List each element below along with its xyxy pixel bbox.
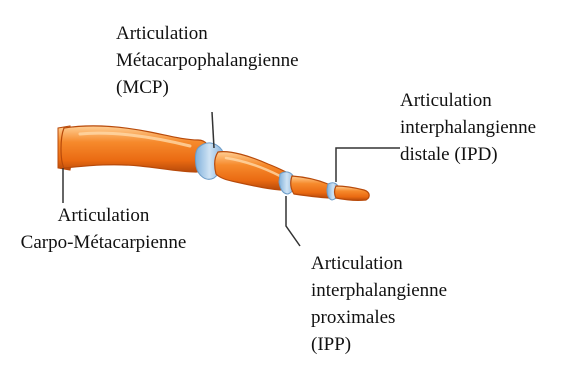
label-line: Carpo-Métacarpienne bbox=[16, 229, 191, 256]
label-line: distale (IPD) bbox=[400, 141, 536, 168]
label-line: Métacarpophalangienne bbox=[116, 47, 299, 74]
ipp-leader-line bbox=[286, 196, 300, 246]
label-line: (MCP) bbox=[116, 74, 299, 101]
label-line: Articulation bbox=[16, 202, 191, 229]
label-line: interphalangienne bbox=[311, 277, 447, 304]
label-proximal-interphalangeal: Articulation interphalangienne proximale… bbox=[311, 250, 447, 358]
ipd-leader-line bbox=[336, 148, 400, 182]
label-line: proximales bbox=[311, 304, 447, 331]
label-line: interphalangienne bbox=[400, 114, 536, 141]
label-distal-interphalangeal: Articulation interphalangienne distale (… bbox=[400, 87, 536, 168]
label-line: (IPP) bbox=[311, 331, 447, 358]
label-line: Articulation bbox=[400, 87, 536, 114]
label-line: Articulation bbox=[311, 250, 447, 277]
label-carpo-metacarpal: Articulation Carpo-Métacarpienne bbox=[16, 202, 191, 256]
label-line: Articulation bbox=[116, 20, 299, 47]
label-metacarpophalangeal: Articulation Métacarpophalangienne (MCP) bbox=[116, 20, 299, 101]
mcp-leader-line bbox=[212, 112, 214, 148]
distal-phalanx-bone bbox=[335, 186, 370, 200]
